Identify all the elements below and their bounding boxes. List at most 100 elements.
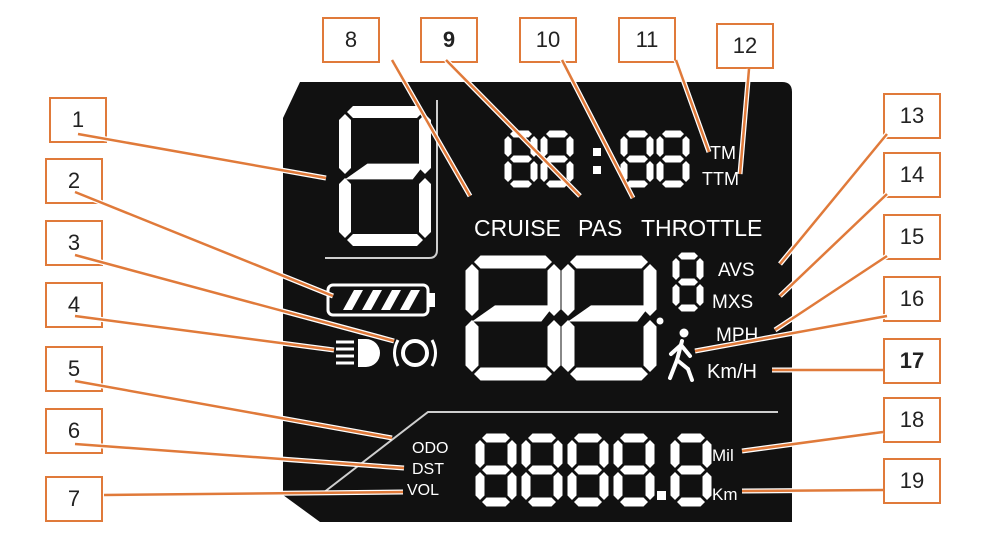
odo-digit-2-seg-c [553,472,563,500]
odo-digit-1-seg-g [482,465,510,475]
odo-digit-1-seg-b [507,440,517,468]
speed-digit-2-seg-e [561,320,575,372]
time-colon-dot [593,166,601,174]
callout-9-leader [445,59,581,197]
odo-digit-1-seg-a [482,433,510,443]
callout-11-leader [674,59,711,153]
odo-digit-2-seg-b [553,440,563,468]
callout-2: 2 [45,158,103,204]
callout-18: 18 [883,397,941,443]
odo-digit-3-seg-e [567,472,577,500]
callout-11: 11 [618,17,676,63]
odo-digit-5-seg-c [702,472,712,500]
time-digit-4-seg-g [662,155,684,163]
callout-1-leader [77,132,327,180]
odo-decimal-point [657,491,666,500]
time-digit-2-seg-d [546,180,568,188]
gear-digit-seg-f [339,114,351,174]
time-digit-2-seg-b [566,136,574,157]
gear-digit-seg-d [347,234,423,246]
odo-digit-3-seg-a [574,433,602,443]
speed-decimal-digit-seg-c [696,284,704,306]
callout-13: 13 [883,93,941,139]
mode-throttle: THROTTLE [641,215,763,241]
callout-10: 10 [519,17,577,63]
time-digit-4-seg-d [662,180,684,188]
odo-digit-5-seg-e [670,472,680,500]
speed-digit-1-seg-c [547,320,561,372]
unit-km: Km [712,485,738,504]
odo-digit-1-seg-f [475,440,485,468]
odo-digit-1-seg-d [482,497,510,507]
walk-assist-icon [668,328,694,382]
odo-digit-5-seg-a [677,433,705,443]
time-digit-3-seg-d [626,180,648,188]
speed-decimal-digit-seg-d [678,304,698,312]
speed-digit-1-seg-a [474,255,552,269]
time-digit-4-seg-e [656,161,664,182]
odo-digit-3-seg-b [599,440,609,468]
odo-digit-5-seg-f [670,440,680,468]
time-digit-2-seg-c [566,161,574,182]
time-digit-4-seg-c [682,161,690,182]
callout-8-leader [390,59,472,197]
odo-digit-4-seg-g [620,465,648,475]
callout-6-leader [74,442,405,470]
odo-digit-1-seg-e [475,472,485,500]
time-colon-dot [593,148,601,156]
callout-16: 16 [883,276,941,322]
time-digit-2-seg-e [540,161,548,182]
segment-digits [339,106,712,507]
time-digit-4-seg-a [662,130,684,138]
unit-kmh: Km/H [707,361,757,383]
time-digit-3-seg-f [620,136,628,157]
callout-5-leader [74,379,393,440]
speed-decimal-digit-seg-f [672,258,680,280]
speed-digit-2-seg-f [561,264,575,316]
time-digit-2-seg-g [546,155,568,163]
battery-icon [326,283,435,317]
odo-digit-5-seg-d [677,497,705,507]
speed-decimal-digit-seg-b [696,258,704,280]
callout-7: 7 [45,476,103,522]
odo-digit-3-seg-d [574,497,602,507]
gear-frame [325,100,438,259]
time-digit-3-seg-b [646,136,654,157]
speed-digit-2-seg-c [643,320,657,372]
odo-digit-5-seg-g [677,465,705,475]
time-digit-3-seg-g [626,155,648,163]
speed-digit-1-seg-e [465,320,479,372]
odo-digit-4-seg-b [645,440,655,468]
callout-2-leader [74,190,334,298]
callout-3-leader [74,253,395,343]
time-digit-4-seg-b [682,136,690,157]
time-digit-1-seg-e [504,161,512,182]
callout-17: 17 [883,338,941,384]
time-digit-1-seg-c [530,161,538,182]
brake-icon [393,339,437,367]
time-digit-1-seg-f [504,136,512,157]
odo-digit-4-seg-d [620,497,648,507]
gear-digit-seg-a [347,106,423,118]
odo-digit-4-seg-a [620,433,648,443]
callout-9: 9 [420,17,478,63]
speed-digit-2-seg-b [643,264,657,316]
gear-digit-seg-g [345,163,425,180]
label-odo: ODO [412,440,449,457]
speed-digit-2-seg-g [568,305,650,322]
odo-digit-5-seg-b [702,440,712,468]
speed-decimal-digit-seg-g [678,278,698,286]
odo-digit-2-seg-d [528,497,556,507]
odo-digit-3-seg-c [599,472,609,500]
gear-digit-seg-b [419,114,431,174]
odo-digit-2-seg-a [528,433,556,443]
time-digit-2-seg-a [546,130,568,138]
callout-14-leader [779,193,888,297]
callout-7-leader [103,490,404,497]
odo-digit-2-seg-g [528,465,556,475]
label-vol: VOL [407,482,440,499]
callout-12: 12 [716,23,774,69]
odo-digit-2-seg-e [521,472,531,500]
